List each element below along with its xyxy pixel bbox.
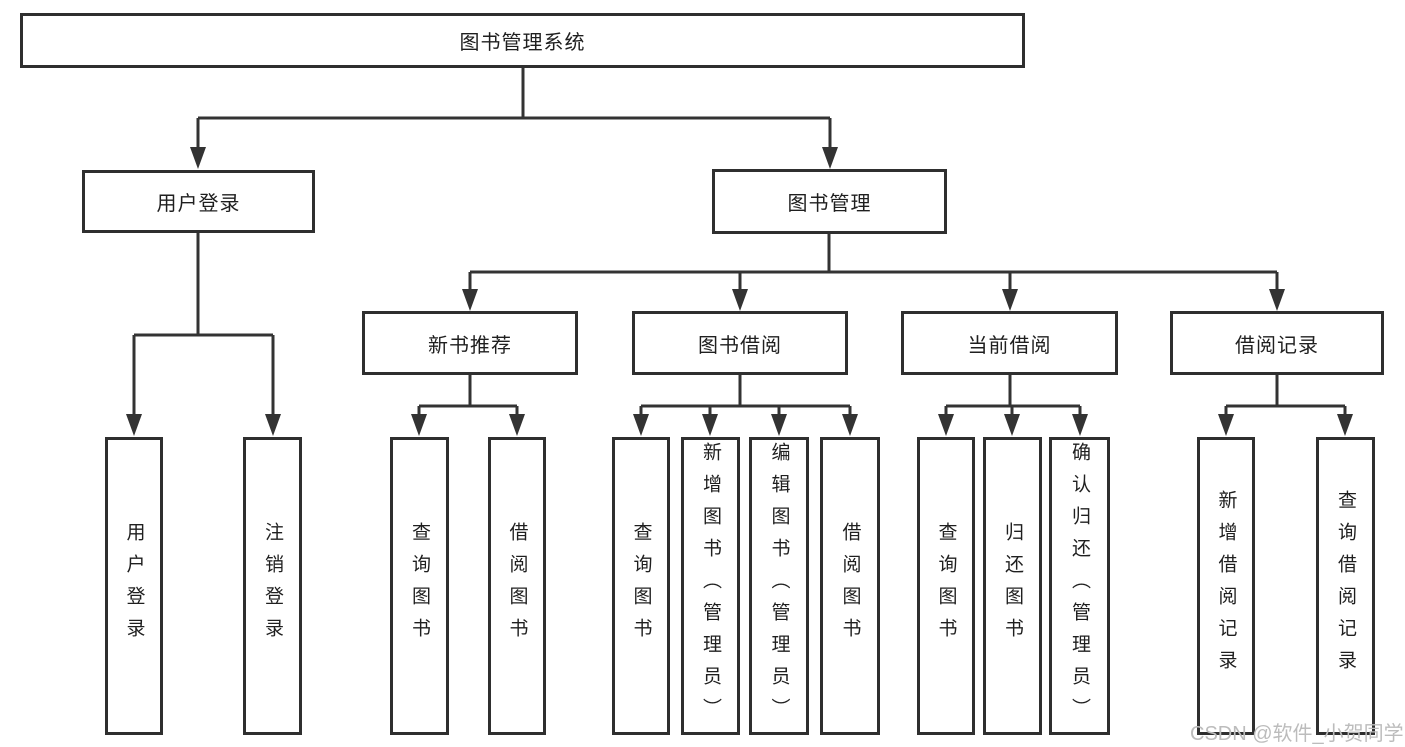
leaf-add-borrow-record-label: 新增借阅记录 [1215,490,1237,682]
leaf-newbooks-query-books-label: 查询图书 [409,522,430,650]
arrow-heads [126,147,1353,436]
node-borrow-records-label: 借阅记录 [1235,334,1319,357]
leaf-logout-label: 注销登录 [262,522,283,650]
node-borrow-records: 借阅记录 [1170,311,1384,375]
leaf-current-query-books: 查询图书 [917,437,975,735]
leaf-edit-books-admin: 编辑图书（管理员） [749,437,809,735]
node-book-management-label: 图书管理 [787,193,872,215]
leaf-add-books-admin-label: 新增图书（管理员） [700,442,721,730]
leaf-borrow-query-books: 查询图书 [612,437,670,735]
leaf-user-login: 用户登录 [105,437,163,735]
leaf-newbooks-borrow-books-label: 借阅图书 [506,522,528,650]
leaf-edit-books-admin-label: 编辑图书（管理员） [768,442,790,730]
leaf-confirm-return-admin-label: 确认归还（管理员） [1069,442,1090,730]
leaf-confirm-return-admin: 确认归还（管理员） [1049,437,1110,735]
node-library-system-label: 图书管理系统 [459,32,586,54]
leaf-return-books-label: 归还图书 [1002,522,1023,650]
leaf-logout: 注销登录 [243,437,302,735]
leaf-current-query-books-label: 查询图书 [935,522,957,650]
leaf-add-books-admin: 新增图书（管理员） [681,437,740,735]
csdn-watermark: CSDN @软件_小贺同学 [1190,723,1404,745]
leaf-newbooks-query-books: 查询图书 [390,437,449,735]
leaf-query-borrow-record: 查询借阅记录 [1316,437,1375,735]
leaf-query-borrow-record-label: 查询借阅记录 [1335,490,1356,682]
node-book-borrow-label: 图书借阅 [698,334,782,357]
leaf-newbooks-borrow-books: 借阅图书 [488,437,546,735]
node-new-book-recommend: 新书推荐 [362,311,578,375]
node-library-system: 图书管理系统 [20,13,1025,68]
leaf-borrow-books-label: 借阅图书 [839,522,861,650]
leaf-add-borrow-record: 新增借阅记录 [1197,437,1255,735]
node-user-login: 用户登录 [82,170,315,233]
node-user-login-label: 用户登录 [156,193,241,215]
leaf-user-login-label: 用户登录 [123,522,145,650]
leaf-return-books: 归还图书 [983,437,1042,735]
node-book-management: 图书管理 [712,169,947,234]
leaf-borrow-query-books-label: 查询图书 [630,522,652,650]
leaf-borrow-books: 借阅图书 [820,437,880,735]
node-new-book-recommend-label: 新书推荐 [428,334,512,357]
node-book-borrow: 图书借阅 [632,311,848,375]
tree-edges [132,68,1347,418]
node-current-borrow: 当前借阅 [901,311,1118,375]
node-current-borrow-label: 当前借阅 [967,334,1052,357]
